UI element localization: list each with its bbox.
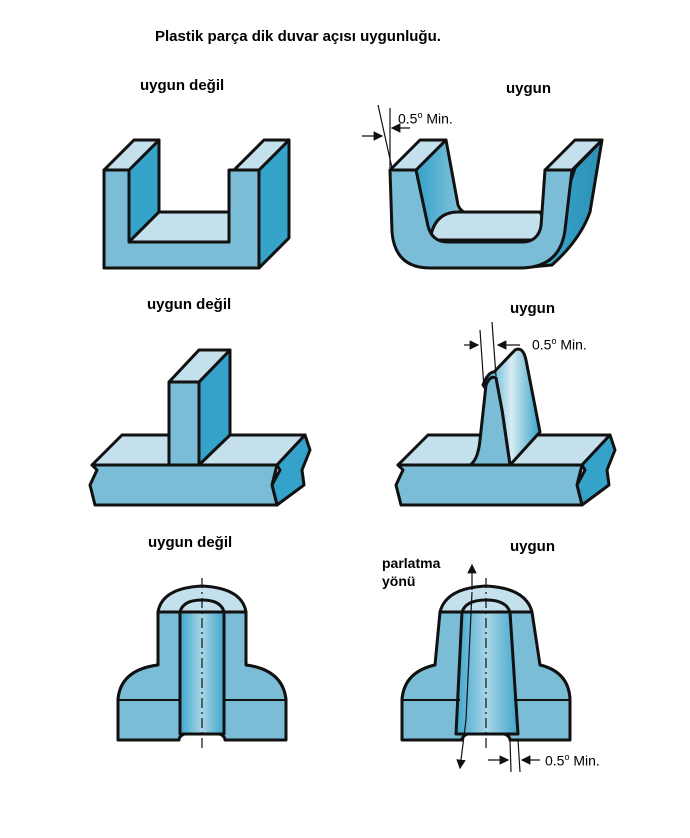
rib-not-suitable bbox=[88, 348, 312, 507]
draft-dimension-label-1: 0.5o Min. bbox=[398, 110, 453, 127]
label-not-suitable-3: uygun değil bbox=[148, 534, 233, 551]
label-suitable-3: uygun bbox=[510, 538, 555, 555]
polish-direction-label-line2: yönü bbox=[382, 573, 416, 589]
draft-dimension-label-3: 0.5o Min. bbox=[545, 752, 600, 769]
page-title: Plastik parça dik duvar açısı uygunluğu. bbox=[155, 28, 441, 45]
draft-dimension-marker-2 bbox=[464, 321, 520, 389]
label-not-suitable-2: uygun değil bbox=[147, 296, 232, 313]
rib-suitable bbox=[394, 347, 617, 507]
draft-dimension-marker-1 bbox=[362, 104, 410, 169]
polish-direction-label-line1: parlatma bbox=[382, 555, 441, 571]
label-suitable-2: uygun bbox=[510, 300, 555, 317]
boss-not-suitable bbox=[116, 578, 288, 752]
u-channel-suitable bbox=[388, 138, 604, 270]
draft-dimension-marker-3 bbox=[488, 739, 540, 773]
boss-suitable bbox=[400, 563, 572, 770]
label-not-suitable-1: uygun değil bbox=[140, 77, 225, 94]
draft-dimension-label-2: 0.5o Min. bbox=[532, 336, 587, 353]
label-suitable-1: uygun bbox=[506, 80, 551, 97]
u-channel-not-suitable bbox=[102, 138, 291, 270]
